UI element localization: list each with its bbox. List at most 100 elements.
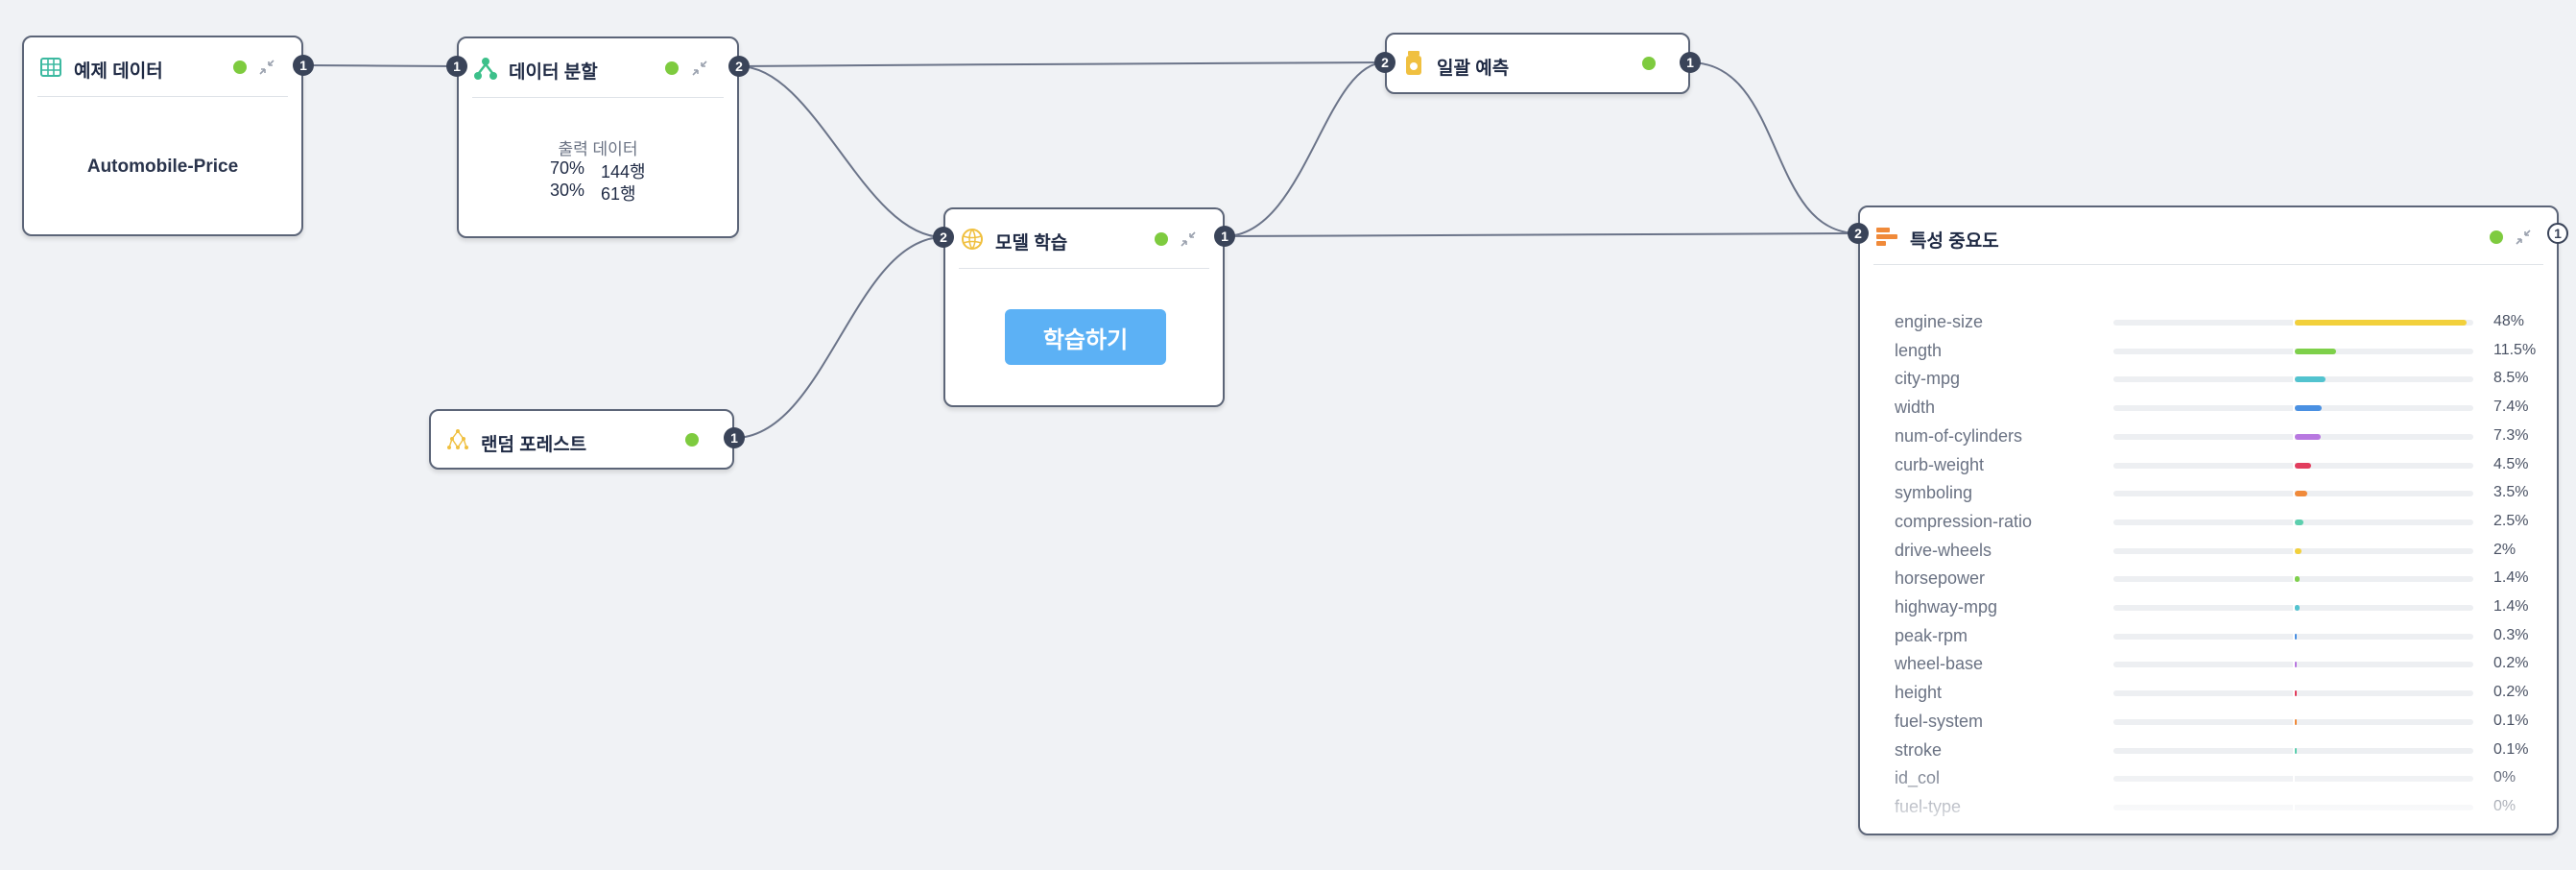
input-port[interactable]: 1 xyxy=(446,56,467,77)
track-divider xyxy=(2293,576,2295,583)
node-title: 일괄 예측 xyxy=(1437,59,1510,79)
node-batch-prediction[interactable]: 일괄 예측 xyxy=(1385,33,1690,94)
collapse-icon[interactable] xyxy=(2514,228,2533,247)
importance-value: 11.5% xyxy=(2493,341,2537,358)
importance-bar xyxy=(2295,320,2467,326)
output-port[interactable]: 1 xyxy=(1680,52,1701,73)
input-port[interactable]: 2 xyxy=(1374,52,1395,73)
wire-prediction-to-importance xyxy=(1688,61,1859,234)
status-dot xyxy=(2490,230,2503,244)
node-title: 특성 중요도 xyxy=(1910,231,1999,252)
importance-bar xyxy=(2295,405,2322,412)
divider xyxy=(37,96,288,97)
importance-bar xyxy=(2295,433,2322,440)
importance-value: 2% xyxy=(2493,541,2516,558)
importance-track xyxy=(2113,605,2473,611)
importance-track xyxy=(2113,804,2473,810)
output-port[interactable]: 1 xyxy=(293,55,314,76)
status-dot xyxy=(665,61,679,75)
importance-track xyxy=(2113,320,2473,326)
forest-icon xyxy=(445,427,470,452)
track-divider xyxy=(2293,804,2295,810)
node-header[interactable]: 랜덤 포레스트 xyxy=(431,411,732,471)
node-data-split[interactable]: 데이터 분할 출력 데이터 70% 144행 30% 61행 xyxy=(457,36,739,238)
importance-bar xyxy=(2295,348,2336,354)
collapse-icon[interactable] xyxy=(690,59,709,78)
importance-value: 7.3% xyxy=(2493,426,2529,444)
output-port[interactable]: 1 xyxy=(1214,226,1235,247)
node-header[interactable]: 데이터 분할 xyxy=(459,38,737,98)
train-button[interactable]: 학습하기 xyxy=(1005,309,1166,365)
split-count: 144행 xyxy=(601,162,646,181)
feature-name: compression-ratio xyxy=(1895,511,2033,531)
node-random-forest[interactable]: 랜덤 포레스트 xyxy=(429,409,734,470)
output-data-label: 출력 데이터 xyxy=(558,140,638,158)
node-header[interactable]: 모델 학습 xyxy=(945,209,1223,269)
importance-track xyxy=(2113,348,2473,354)
status-dot xyxy=(1155,232,1168,246)
divider xyxy=(1873,264,2543,265)
feature-name: curb-weight xyxy=(1895,454,1985,474)
track-divider xyxy=(2293,605,2295,611)
output-port[interactable]: 2 xyxy=(728,56,750,77)
feature-name: symboling xyxy=(1895,483,1973,503)
track-divider xyxy=(2293,519,2295,525)
status-dot xyxy=(233,60,247,74)
status-dot xyxy=(1642,57,1656,70)
output-port[interactable]: 1 xyxy=(2547,223,2568,244)
input-port[interactable]: 2 xyxy=(933,227,954,248)
wire-training-to-prediction xyxy=(1224,61,1386,237)
node-title: 데이터 분할 xyxy=(509,62,598,83)
brain-icon xyxy=(960,227,985,252)
track-divider xyxy=(2293,491,2295,497)
importance-bar xyxy=(2295,462,2311,469)
wire-forest-to-training xyxy=(733,236,944,439)
track-divider xyxy=(2293,547,2295,554)
feature-name: peak-rpm xyxy=(1895,625,1968,645)
input-port[interactable]: 2 xyxy=(1848,223,1869,244)
importance-track xyxy=(2113,462,2473,469)
importance-value: 7.4% xyxy=(2493,399,2529,416)
node-header[interactable]: 일괄 예측 xyxy=(1387,35,1688,94)
importance-track xyxy=(2113,633,2473,640)
track-divider xyxy=(2293,718,2295,725)
feature-name: id_col xyxy=(1895,768,1941,788)
divider xyxy=(472,97,724,98)
importance-track xyxy=(2113,718,2473,725)
importance-track xyxy=(2113,519,2473,525)
bar-chart-icon xyxy=(1873,225,1898,250)
track-divider xyxy=(2293,462,2295,469)
importance-value: 2.5% xyxy=(2493,512,2529,529)
importance-bar xyxy=(2295,605,2301,611)
collapse-icon[interactable] xyxy=(1179,230,1198,249)
track-divider xyxy=(2293,376,2295,383)
importance-track xyxy=(2113,690,2473,697)
jar-icon xyxy=(1401,51,1426,76)
track-divider xyxy=(2293,690,2295,697)
feature-row: curb-weight 4.5% xyxy=(1895,450,2557,479)
wire-sample-to-split xyxy=(302,64,458,67)
node-sample-data[interactable]: 예제 데이터 Automobile-Price xyxy=(22,36,303,236)
track-divider xyxy=(2293,320,2295,326)
node-header[interactable]: 특성 중요도 xyxy=(1860,207,2557,269)
importance-value: 4.5% xyxy=(2493,455,2529,472)
feature-name: stroke xyxy=(1895,739,1943,760)
collapse-icon[interactable] xyxy=(257,58,276,77)
node-header[interactable]: 예제 데이터 xyxy=(24,37,301,97)
importance-bar xyxy=(2295,718,2297,725)
importance-bar xyxy=(2295,690,2297,697)
output-port[interactable]: 1 xyxy=(724,427,745,448)
wire-training-to-importance xyxy=(1224,232,1859,237)
node-model-training[interactable]: 모델 학습 학습하기 xyxy=(943,207,1225,407)
importance-value: 0% xyxy=(2493,797,2516,814)
importance-value: 0.2% xyxy=(2493,655,2529,672)
